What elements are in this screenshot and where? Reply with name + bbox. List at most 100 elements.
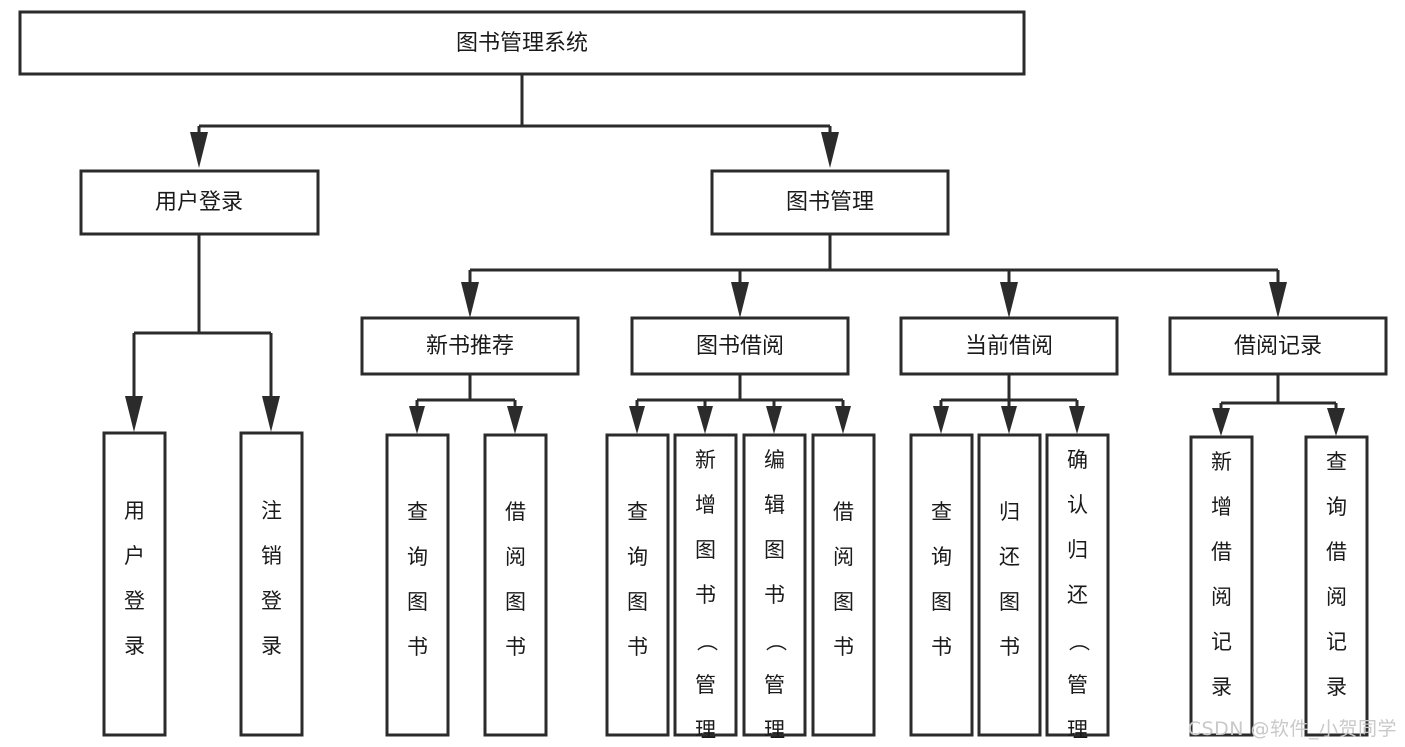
node-leaf-user-login[interactable] [102,431,167,737]
leaf-label-char: 理 [1067,718,1088,742]
node-leaf-add-book-box[interactable] [673,433,738,737]
node-leaf-return-book-box[interactable] [977,433,1042,737]
node-leaf-confirm-return-box[interactable] [1045,433,1110,737]
leaf-label-char: 书 [764,583,785,607]
leaf-label-char: 询 [1326,495,1347,519]
leaf-label-char: 借 [505,500,526,524]
node-leaf-add-record[interactable] [1189,435,1254,737]
node-borrow-record-box[interactable] [1168,316,1388,376]
leaf-label-char: 书 [931,635,952,659]
leaf-label-char: 记 [1326,630,1347,654]
node-leaf-edit-book[interactable] [742,433,807,737]
node-leaf-add-record-box[interactable] [1189,435,1254,737]
node-root-box[interactable] [18,10,1026,76]
leaf-label-char: 图 [764,538,785,562]
leaf-label-char: 增 [695,493,716,517]
leaf-label-char: 新 [695,448,716,472]
node-leaf-borrow-book-1-box[interactable] [483,433,548,737]
node-current-borrow-label: 当前借阅 [965,334,1053,359]
leaf-label-layer: 用户登录注销登录查询图书借阅图书查询图书新增图书（管理员）编辑图书（管理员）借阅… [124,448,1347,742]
node-current-borrow-box[interactable] [899,316,1119,376]
leaf-label-char: 录 [1211,675,1232,699]
leaf-label-char: （ [1067,631,1091,652]
arrow-head-current-borrow [1000,282,1018,318]
connector-layer [125,74,1345,436]
node-new-book-rec-label: 新书推荐 [426,334,514,359]
node-leaf-user-login-label: 用户登录 [124,499,145,658]
node-root-label: 图书管理系统 [456,31,588,56]
node-leaf-borrow-book-2-box[interactable] [811,433,876,737]
arrow-head-leaf-logout [262,396,280,432]
node-leaf-query-book-3[interactable] [909,433,974,737]
leaf-label-char: 询 [931,545,952,569]
arrow-head-leaf-edit-book [766,406,782,434]
leaf-label-char: 增 [1211,495,1232,519]
leaf-label-char: 图 [695,538,716,562]
leaf-label-char: 图 [407,590,428,614]
leaf-label-char: 理 [764,718,785,742]
leaf-label-char: 书 [407,635,428,659]
leaf-label-char: 查 [1326,450,1347,474]
arrow-head-leaf-borrow-book-2 [835,406,851,434]
node-new-book-rec-box[interactable] [360,316,580,376]
leaf-label-char: 借 [1211,540,1232,564]
node-leaf-borrow-book-2[interactable] [811,433,876,737]
arrow-head-borrow-record [1269,282,1287,318]
node-user-login[interactable]: 用户登录 [79,169,320,236]
node-leaf-edit-book-box[interactable] [742,433,807,737]
leaf-label-char: 阅 [1211,585,1232,609]
node-leaf-add-book[interactable] [673,433,738,737]
leaf-label-char: 借 [1326,540,1347,564]
leaf-label-char: 询 [407,545,428,569]
leaf-label-char: 录 [124,634,145,658]
leaf-label-char: 销 [261,544,282,568]
node-book-manage-box[interactable] [710,169,950,236]
node-leaf-query-book-3-box[interactable] [909,433,974,737]
node-borrow-record-label: 借阅记录 [1234,334,1322,359]
node-current-borrow[interactable]: 当前借阅 [899,316,1119,376]
arrow-head-leaf-query-book-2 [629,406,645,434]
leaf-label-char: 记 [1211,630,1232,654]
leaf-label-char: 图 [627,590,648,614]
node-user-login-box[interactable] [79,169,320,236]
node-leaf-logout[interactable] [239,431,304,737]
arrow-head-new-book-rec [461,282,479,318]
node-borrow-record[interactable]: 借阅记录 [1168,316,1388,376]
node-root[interactable]: 图书管理系统 [18,10,1026,76]
leaf-label-char: （ [764,631,788,652]
node-leaf-borrow-book-1[interactable] [483,433,548,737]
leaf-label-char: 图 [999,590,1020,614]
leaf-label-char: 图 [931,590,952,614]
node-leaf-user-login-box[interactable] [102,431,167,737]
node-leaf-return-book[interactable] [977,433,1042,737]
node-leaf-query-book-2-box[interactable] [605,433,670,737]
node-new-book-rec[interactable]: 新书推荐 [360,316,580,376]
leaf-label-char: 编 [764,448,785,472]
node-leaf-query-book-1-box[interactable] [385,433,450,737]
node-book-borrow-label: 图书借阅 [696,334,784,359]
node-leaf-query-record-box[interactable] [1304,435,1369,737]
node-book-borrow-box[interactable] [630,316,850,376]
node-leaf-query-book-2[interactable] [605,433,670,737]
node-leaf-query-record[interactable] [1304,435,1369,737]
node-leaf-confirm-return[interactable] [1045,433,1110,737]
arrow-head-leaf-add-record [1212,408,1230,436]
node-leaf-query-book-1[interactable] [385,433,450,737]
node-book-manage[interactable]: 图书管理 [710,169,950,236]
node-leaf-logout-box[interactable] [239,431,304,737]
leaf-label-char: 管 [695,673,716,697]
node-user-login-label: 用户登录 [155,190,243,215]
leaf-label-char: 阅 [505,545,526,569]
node-book-borrow[interactable]: 图书借阅 [630,316,850,376]
leaf-label-char: 确 [1067,448,1088,472]
leaf-label-char: 理 [695,718,716,742]
leaf-label-char: 询 [627,545,648,569]
arrow-head-leaf-add-book [697,406,713,434]
